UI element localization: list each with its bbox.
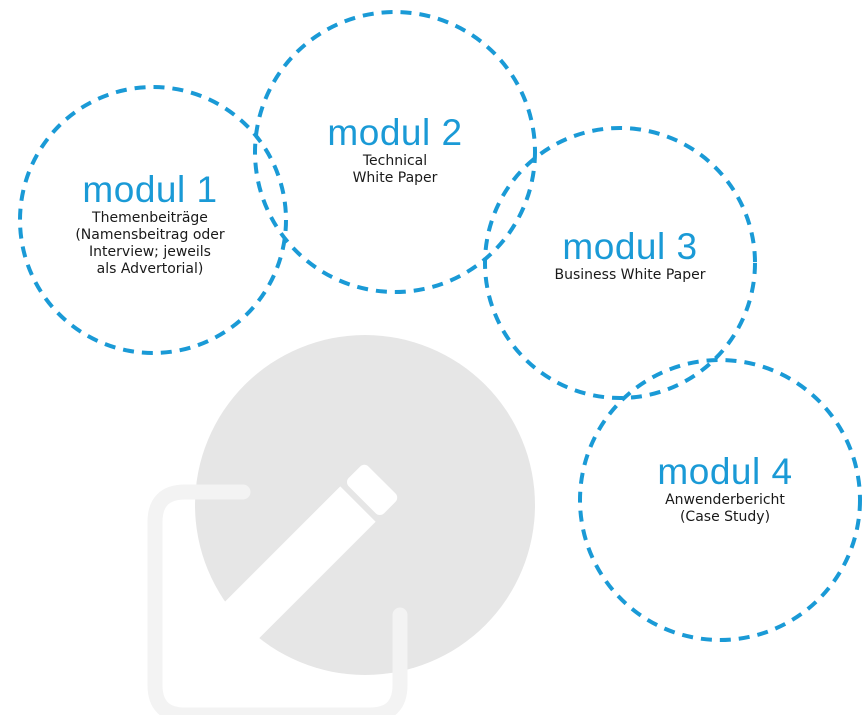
module-1: modul 1 Themenbeiträge (Namensbeitrag od… bbox=[50, 170, 250, 278]
module-2-circle bbox=[253, 10, 537, 294]
module-4-description: Anwenderbericht (Case Study) bbox=[625, 492, 825, 526]
module-4-circle bbox=[578, 358, 862, 642]
module-4-line: Anwenderbericht bbox=[665, 492, 785, 508]
module-1-line: Interview; jeweils bbox=[89, 244, 211, 260]
module-1-circle bbox=[18, 85, 288, 355]
edit-pencil-icon bbox=[147, 464, 408, 715]
module-2-line: White Paper bbox=[352, 170, 438, 186]
module-4-title: modul 4 bbox=[657, 451, 793, 492]
module-2: modul 2 Technical White Paper bbox=[295, 113, 495, 187]
module-2-line: Technical bbox=[362, 153, 428, 169]
module-1-line: als Advertorial) bbox=[96, 261, 204, 277]
module-4: modul 4 Anwenderbericht (Case Study) bbox=[625, 452, 825, 526]
module-1-line: (Namensbeitrag oder bbox=[75, 227, 225, 243]
module-3: modul 3 Business White Paper bbox=[530, 227, 730, 284]
module-3-title: modul 3 bbox=[562, 226, 698, 267]
module-2-description: Technical White Paper bbox=[295, 153, 495, 187]
module-3-line: Business White Paper bbox=[554, 267, 706, 283]
module-1-title: modul 1 bbox=[82, 169, 218, 210]
module-2-title: modul 2 bbox=[327, 112, 463, 153]
module-3-circle bbox=[483, 126, 757, 400]
module-3-description: Business White Paper bbox=[530, 267, 730, 284]
module-1-description: Themenbeiträge (Namensbeitrag oder Inter… bbox=[50, 210, 250, 278]
module-1-line: Themenbeiträge bbox=[92, 210, 208, 226]
module-4-line: (Case Study) bbox=[679, 509, 771, 525]
